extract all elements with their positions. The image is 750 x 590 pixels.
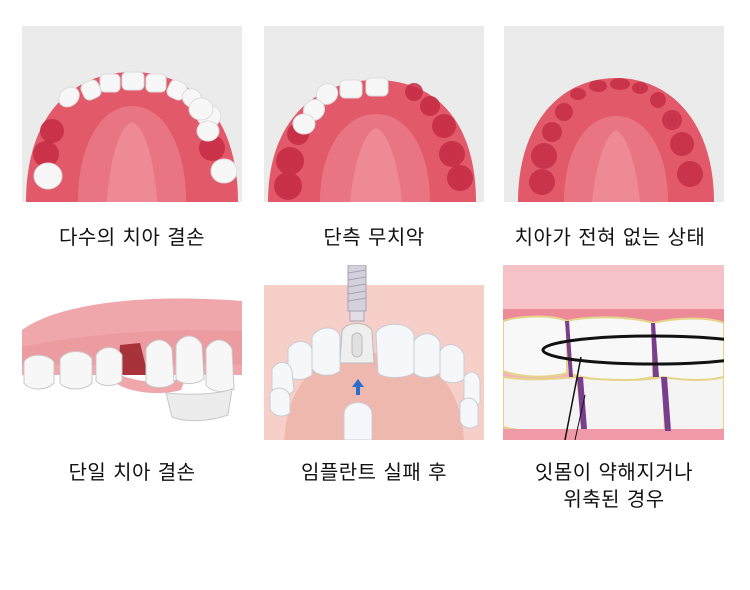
panel-unilateral-edentulous-image — [264, 26, 484, 202]
implant-crown-illustration — [264, 265, 484, 440]
upper-jaw-partial-teeth-illustration — [22, 26, 242, 202]
panel-fully-edentulous-image — [504, 26, 724, 202]
caption-single-missing: 단일 치아 결손 — [68, 460, 196, 484]
panel-gum-recession-image — [503, 265, 724, 440]
panel-multiple-missing-image — [22, 26, 242, 202]
upper-jaw-no-teeth-illustration — [504, 26, 724, 202]
gum-recession-illustration — [503, 265, 724, 440]
caption-multiple-missing: 다수의 치아 결손 — [58, 225, 205, 249]
caption-implant-failure: 임플란트 실패 후 — [300, 460, 447, 484]
panel-single-missing-image — [16, 265, 246, 435]
panel-implant-failure-image — [264, 265, 484, 440]
caption-fully-edentulous: 치아가 전혀 없는 상태 — [514, 225, 706, 249]
upper-jaw-one-side-missing-illustration — [264, 26, 484, 202]
caption-unilateral-edentulous: 단측 무치악 — [323, 225, 425, 249]
caption-gum-recession: 잇몸이 약해지거나 위축된 경우 — [534, 460, 694, 511]
single-tooth-gap-illustration — [16, 265, 246, 435]
